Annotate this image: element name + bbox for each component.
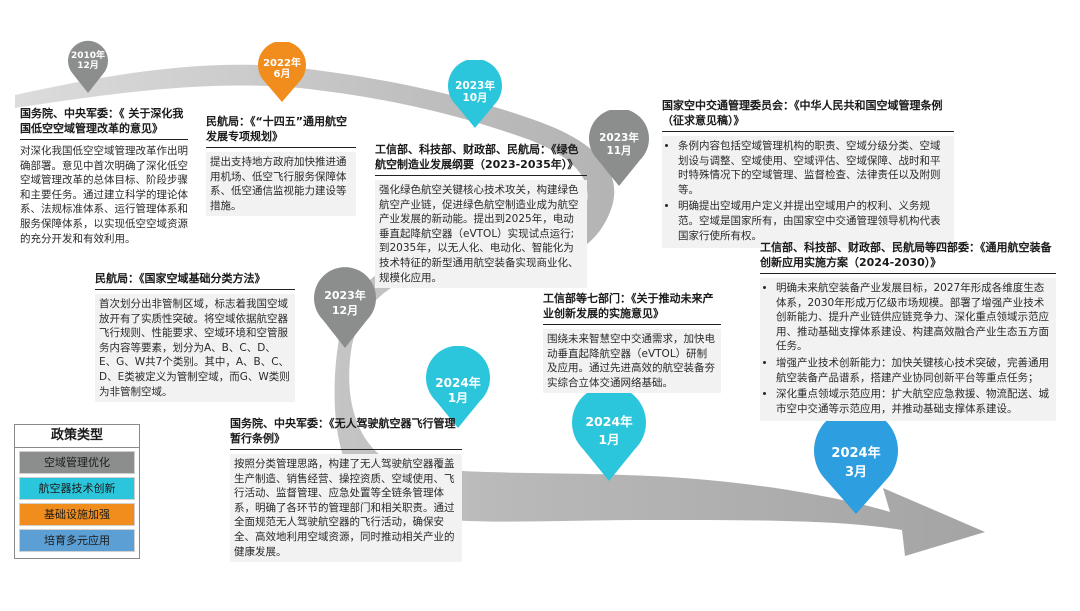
- card-bullet: 明确提出空域用户定义并提出空域用户的权利、义务规范。空域是国家所有，由国家空中交…: [678, 199, 950, 243]
- marker-icon: [448, 60, 502, 128]
- marker-icon: [814, 412, 898, 514]
- card-title: 国家空中交通管理委员会：《中华人民共和国空域管理条例（征求意见稿）》: [662, 98, 954, 132]
- card-2024-03: 工信部、科技部、财政部、民航局等四部委：《通用航空装备创新应用实施方案（2024…: [760, 240, 1056, 422]
- marker-icon: [314, 267, 376, 348]
- card-body: 明确未来航空装备产业发展目标，2027年形成各维度生态体系，2030年形成万亿级…: [760, 278, 1056, 422]
- legend: 政策类型 空域管理优化 航空器技术创新 基础设施加强 培育多元应用: [14, 424, 140, 559]
- card-title: 民航局：《“十四五”通用航空发展专项规划》: [206, 114, 356, 148]
- card-2024-01-b: 国务院、中央军委：《无人驾驶航空器飞行管理暂行条例》 按照分类管理思路，构建了无…: [230, 416, 462, 563]
- card-title: 民航局：《国家空域基础分类方法》: [95, 271, 295, 290]
- legend-item-applications: 培育多元应用: [19, 529, 135, 552]
- card-body: 强化绿色航空关键核心技术攻关，构建绿色航空产业链，促进绿色航空制造业成为航空产业…: [375, 180, 587, 289]
- card-2023-10: 工信部、科技部、财政部、民航局：《绿色航空制造业发展纲要（2023-2035年）…: [375, 142, 587, 289]
- card-title: 国务院、中央军委：《 关于深化我国低空空域管理改革的意见》: [20, 106, 188, 140]
- card-bullet: 明确未来航空装备产业发展目标，2027年形成各维度生态体系，2030年形成万亿级…: [776, 281, 1052, 354]
- card-title: 工信部等七部门：《关于推动未来产业创新发展的实施意见》: [543, 291, 721, 325]
- card-body: 提出支持地方政府加快推进通用机场、低空飞行服务保障体系、低空通信监视能力建设等措…: [206, 152, 356, 217]
- card-body: 对深化我国低空空域管理改革作出明确部署。意见中首次明确了深化低空空域管理改革的总…: [20, 145, 188, 245]
- card-title: 工信部、科技部、财政部、民航局等四部委：《通用航空装备创新应用实施方案（2024…: [760, 240, 1056, 274]
- card-2023-11: 国家空中交通管理委员会：《中华人民共和国空域管理条例（征求意见稿）》 条例内容包…: [662, 98, 954, 249]
- card-bullet: 增强产业技术创新能力：加快关键核心技术突破，完善通用航空装备产品谱系，搭建产业协…: [776, 356, 1052, 385]
- card-2022-06: 民航局：《“十四五”通用航空发展专项规划》 提出支持地方政府加快推进通用机场、低…: [206, 114, 356, 217]
- card-body: 围绕未来智慧空中交通需求，加快电动垂直起降航空器（eVTOL）研制及应用。通过先…: [543, 329, 721, 394]
- legend-title: 政策类型: [15, 425, 139, 448]
- marker-icon: [68, 40, 108, 93]
- legend-item-aircraft-tech: 航空器技术创新: [19, 477, 135, 500]
- card-body: 按照分类管理思路，构建了无人驾驶航空器覆盖生产制造、销售经营、操控资质、空域使用…: [230, 454, 462, 563]
- marker-icon: [572, 385, 646, 481]
- card-2010-12: 国务院、中央军委：《 关于深化我国低空空域管理改革的意见》 对深化我国低空空域管…: [20, 106, 188, 246]
- legend-item-infrastructure: 基础设施加强: [19, 503, 135, 526]
- marker-icon: [589, 110, 649, 186]
- card-title: 工信部、科技部、财政部、民航局：《绿色航空制造业发展纲要（2023-2035年）…: [375, 142, 587, 176]
- card-bullet: 条例内容包括空域管理机构的职责、空域分级分类、空域划设与调整、空域使用、空域评估…: [678, 139, 950, 197]
- card-title: 国务院、中央军委：《无人驾驶航空器飞行管理暂行条例》: [230, 416, 462, 450]
- card-bullet: 深化重点领域示范应用：扩大航空应急救援、物流配送、城市空中交通等示范应用，并推动…: [776, 387, 1052, 416]
- legend-item-airspace: 空域管理优化: [19, 451, 135, 474]
- card-body: 条例内容包括空域管理机构的职责、空域分级分类、空域划设与调整、空域使用、空域评估…: [662, 136, 954, 249]
- marker-icon: [426, 346, 490, 428]
- card-2024-01-a: 工信部等七部门：《关于推动未来产业创新发展的实施意见》 围绕未来智慧空中交通需求…: [543, 291, 721, 394]
- card-2023-12: 民航局：《国家空域基础分类方法》 首次划分出非管制区域，标志着我国空域放开有了实…: [95, 271, 295, 403]
- marker-icon: [258, 42, 306, 102]
- card-body: 首次划分出非管制区域，标志着我国空域放开有了实质性突破。将空域依据航空器飞行规则…: [95, 294, 295, 403]
